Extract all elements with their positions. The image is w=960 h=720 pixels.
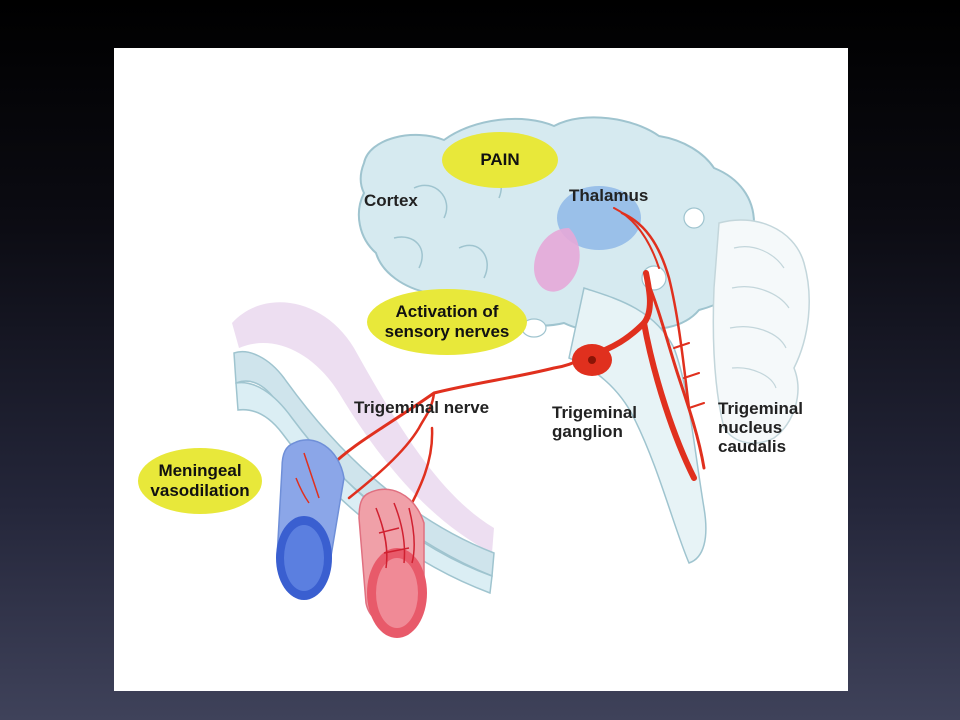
activation-bubble — [367, 289, 527, 355]
label-thalamus: Thalamus — [569, 186, 649, 205]
slide-frame: PAIN Activation of sensory nerves Mening… — [114, 48, 848, 691]
label-trigeminal-ganglion: Trigeminal ganglion — [552, 403, 638, 441]
label-cortex: Cortex — [364, 191, 418, 210]
label-trigeminal-nucleus: Trigeminal nucleus caudalis — [718, 399, 804, 456]
label-meningeal: Meningeal vasodilation — [150, 461, 250, 500]
label-pain: PAIN — [480, 150, 520, 169]
trigeminal-pathway — [327, 207, 706, 530]
meningeal-vein — [276, 439, 345, 600]
meningeal-artery — [358, 488, 427, 638]
pain-bubble — [442, 132, 558, 188]
meningeal-bubble — [138, 448, 262, 514]
label-trigeminal-nerve: Trigeminal nerve — [354, 398, 490, 417]
migraine-pathway-diagram — [138, 116, 810, 638]
label-activation: Activation of sensory nerves — [384, 302, 510, 341]
meninges-layers — [232, 302, 495, 595]
